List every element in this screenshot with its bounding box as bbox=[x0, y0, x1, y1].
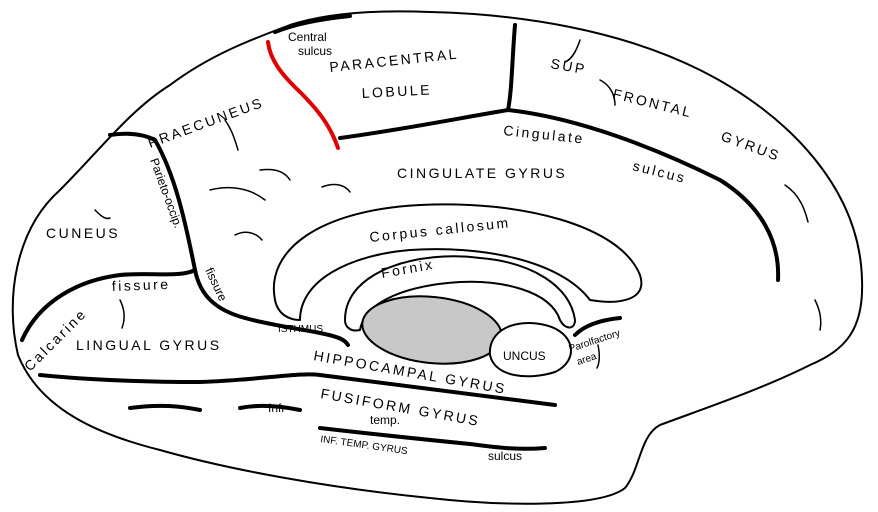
collateral-sulcus bbox=[38, 372, 557, 407]
minor-sulcus-cingulate bbox=[321, 183, 351, 193]
calcarine-fissure bbox=[20, 268, 197, 342]
label-sulcus-inferior: sulcus bbox=[488, 449, 522, 463]
label-isthmus: ISTHMUS bbox=[278, 324, 323, 335]
label-central-sulcus-1: Central bbox=[288, 30, 327, 44]
minor-sulcus-praecuneus-4 bbox=[259, 168, 291, 181]
central-sulcus-top bbox=[273, 14, 352, 34]
label-uncus: UNCUS bbox=[503, 349, 546, 363]
parieto-occipital-sulcus bbox=[153, 138, 247, 320]
minor-sulcus-frontal-4 bbox=[814, 299, 822, 331]
minor-sulcus-frontal-2 bbox=[599, 79, 616, 106]
minor-sulcus-lingual bbox=[119, 299, 125, 329]
label-temp: temp. bbox=[370, 413, 400, 427]
cingulate-sulcus-line bbox=[338, 108, 781, 282]
label-lobule: LOBULE bbox=[361, 81, 432, 101]
central-sulcus-highlight bbox=[266, 40, 340, 150]
label-infr: Infr bbox=[268, 401, 285, 415]
label-central-sulcus-2: sulcus bbox=[298, 44, 332, 58]
parolfactory-sulcus bbox=[573, 316, 622, 337]
corpus-callosum-shape bbox=[272, 203, 643, 321]
label-cingulate-gyrus: CINGULATE GYRUS bbox=[397, 165, 567, 181]
label-fissure-calcarine: fissure bbox=[112, 276, 171, 294]
minor-sulcus-praecuneus-1 bbox=[224, 119, 239, 151]
label-sup: SUP bbox=[549, 55, 588, 77]
paracentral-sulcus bbox=[506, 23, 517, 112]
minor-sulcus-parolfactory bbox=[596, 344, 601, 369]
minor-sulcus-praecuneus-3 bbox=[234, 231, 263, 241]
calcarine-fissure-posterior bbox=[243, 316, 350, 347]
uncus-shape bbox=[488, 322, 572, 378]
label-cuneus: CUNEUS bbox=[46, 225, 120, 241]
inferior-temporal-sulcus bbox=[128, 403, 547, 451]
marginal-sulcus bbox=[108, 131, 157, 142]
minor-sulcus-frontal-1 bbox=[564, 39, 581, 63]
minor-sulcus-frontal-3 bbox=[784, 184, 809, 223]
label-lingual-gyrus: LINGUAL GYRUS bbox=[76, 337, 222, 353]
minor-sulcus-cuneus bbox=[94, 209, 111, 220]
minor-sulcus-praecuneus-2 bbox=[209, 187, 266, 201]
